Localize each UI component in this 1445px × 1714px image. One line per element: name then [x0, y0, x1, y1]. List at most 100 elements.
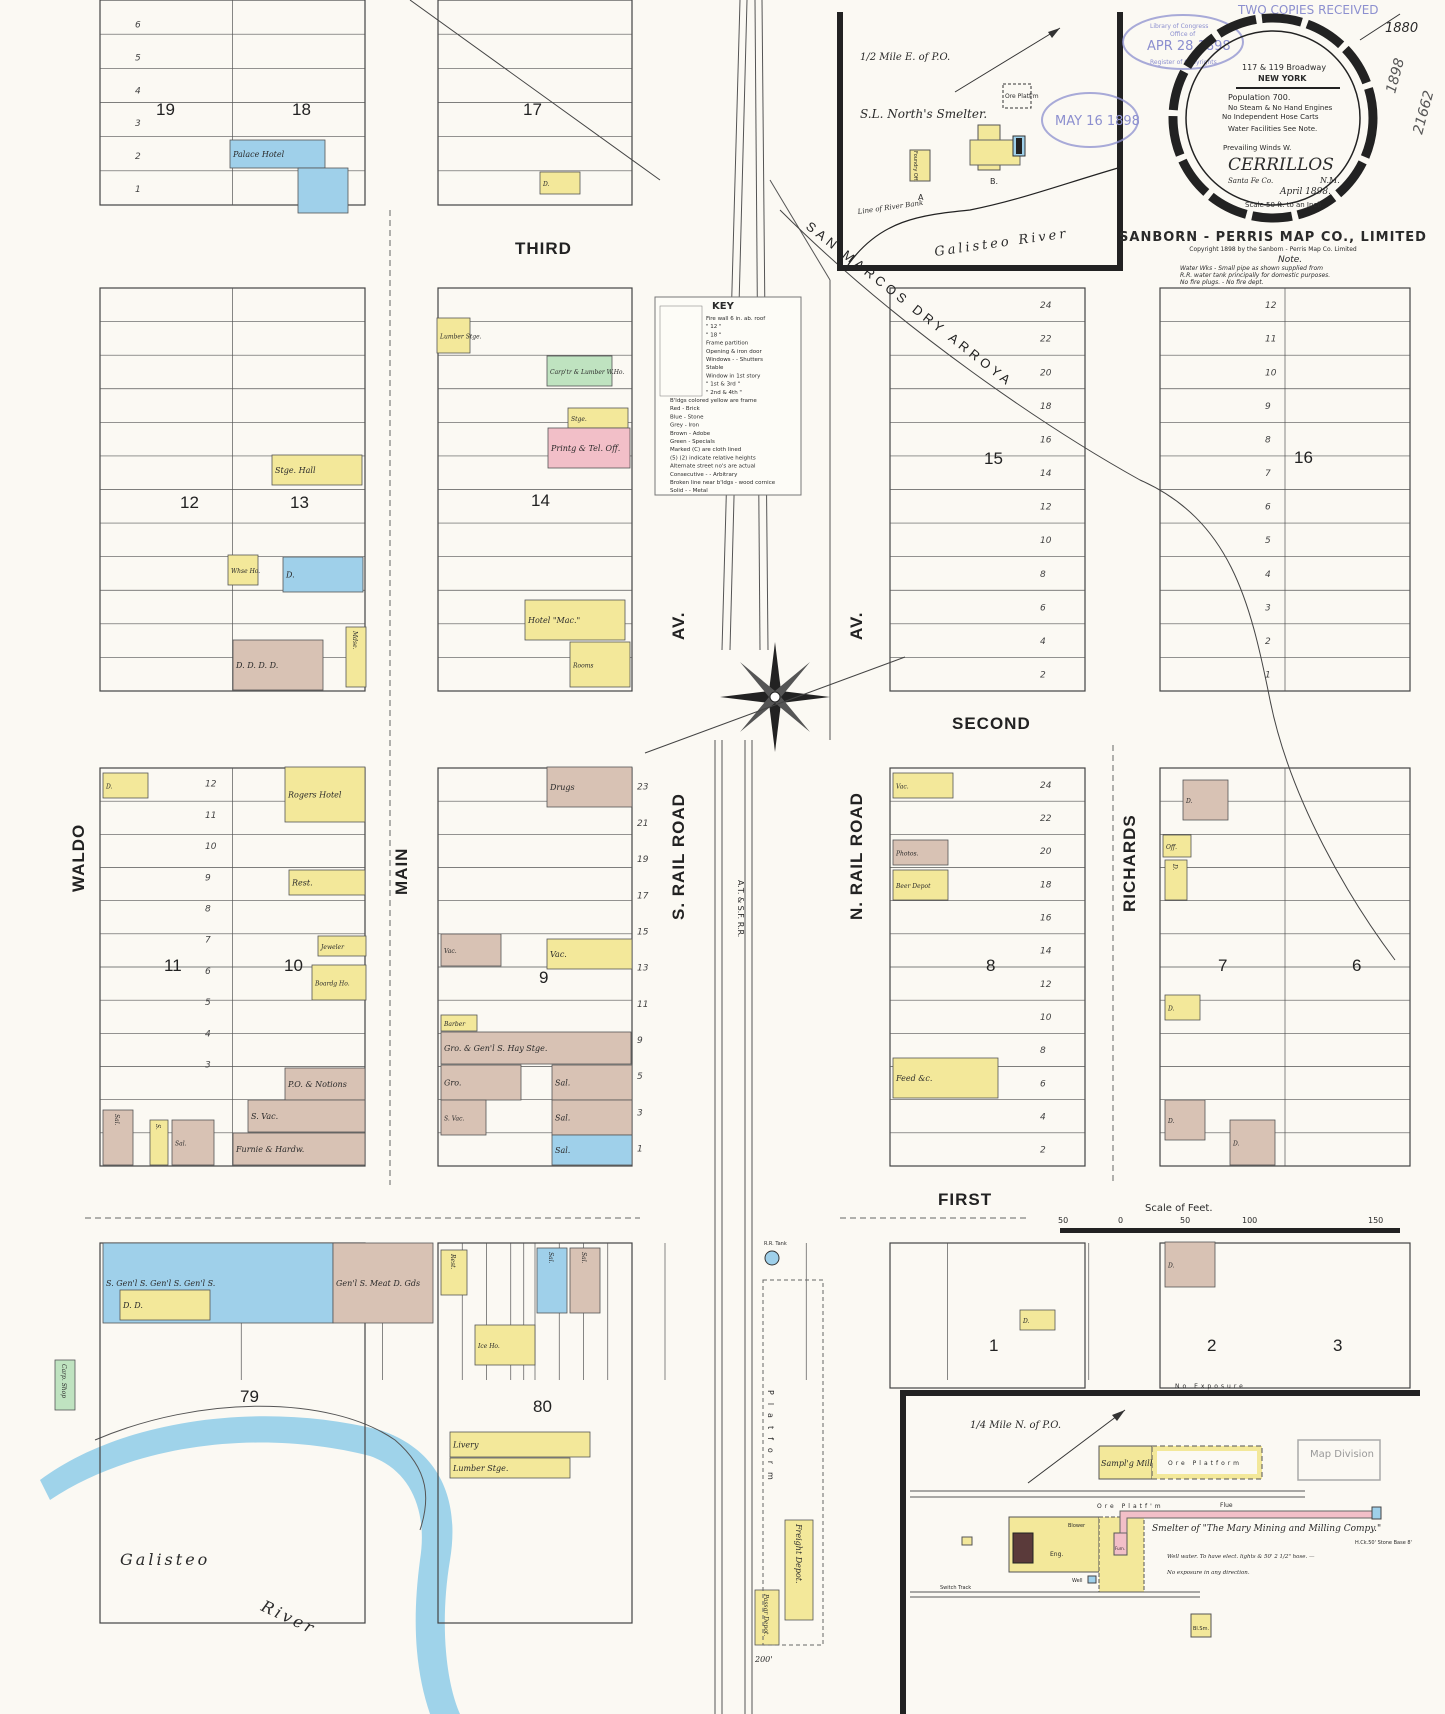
building-footprint — [282, 556, 364, 593]
building-label: Rooms — [572, 663, 594, 670]
building-label: Beer Depot — [895, 883, 931, 890]
ore-platform-2: Ore Platf'm — [1097, 1503, 1164, 1510]
building: Drugs — [546, 766, 633, 808]
building: Sal. — [102, 1109, 134, 1166]
lot-number: 4 — [205, 1029, 211, 1039]
building: D. — [282, 556, 364, 593]
river-label-galisteo: Galisteo — [120, 1550, 210, 1569]
lot-number: 7 — [205, 936, 211, 946]
lot-number: 5 — [637, 1072, 643, 1082]
lot-number: 22 — [1040, 335, 1052, 345]
copyright-line: Copyright 1898 by the Sanborn - Perris M… — [1189, 246, 1357, 253]
building-footprint — [440, 1249, 468, 1296]
building-footprint — [288, 869, 366, 896]
building-footprint — [569, 641, 631, 688]
building: D. D. D. D. — [232, 639, 324, 691]
scale-label: Scale of Feet. — [1145, 1203, 1213, 1214]
building-label: D. — [1185, 798, 1193, 805]
lot-number: 12 — [1040, 503, 1052, 513]
building: D. — [1164, 1241, 1216, 1288]
building-label: Stge. — [571, 416, 587, 423]
scale-tick: 100 — [1242, 1216, 1257, 1225]
key-row: Windows - - Shutters — [706, 357, 763, 363]
building-label: Sal. — [580, 1252, 587, 1264]
county: Santa Fe Co. — [1228, 177, 1273, 185]
lot-number: 10 — [1040, 536, 1052, 546]
building-footprint — [440, 1014, 478, 1032]
lot-number: 6 — [205, 967, 211, 977]
handwritten-number: 21662 — [1410, 89, 1437, 136]
stamp-date: MAY 16 1898 — [1055, 114, 1140, 129]
block-number: 10 — [284, 956, 303, 975]
scale-tick: 50 — [1058, 1216, 1068, 1225]
building: Livery — [449, 1431, 591, 1458]
lot-number: 3 — [135, 119, 141, 129]
key-row: Broken line near b'ldgs - wood cornice — [670, 480, 776, 486]
smelter-name: Smelter of "The Mary Mining and Milling … — [1152, 1524, 1381, 1534]
building: Boardg Ho. — [311, 964, 367, 1001]
building-label: S. Vac. — [251, 1112, 278, 1121]
building: Off. — [1162, 834, 1192, 858]
scale-tick: 0 — [1118, 1216, 1123, 1225]
key-row: Alternate street no's are actual — [670, 464, 756, 470]
block-number: 17 — [523, 100, 542, 119]
lot-number: 1 — [1265, 671, 1271, 681]
key-row: " 12 " — [706, 324, 722, 330]
building: D. — [102, 772, 149, 799]
building-label: Sal. — [113, 1114, 120, 1126]
building-label: Vac. — [444, 948, 457, 955]
building: Feed &c. — [892, 1057, 999, 1099]
street-s-rail-road: S. RAIL ROAD — [669, 793, 688, 920]
building: D. — [1164, 1099, 1206, 1141]
key-row: Opening & iron door — [706, 349, 762, 355]
building-label: D. — [542, 181, 550, 188]
building-label: D. — [1232, 1141, 1240, 1148]
lot-number: 24 — [1040, 781, 1052, 791]
building-label: D. D. D. D. — [235, 661, 278, 670]
block-number: 19 — [156, 100, 175, 119]
map-division-stamp: Map Division — [1297, 1439, 1381, 1481]
building-label: Sal. — [555, 1079, 570, 1088]
building-footprint — [284, 766, 366, 823]
copyright-stamp: APR 28 1898 Library of Congress Office o… — [1122, 14, 1244, 70]
building-footprint — [474, 1324, 536, 1366]
building: Stge. Hall — [271, 454, 363, 486]
building-footprint — [119, 1289, 211, 1321]
inset-location: 1/2 Mile E. of P.O. — [860, 52, 950, 63]
building-footprint — [784, 1519, 814, 1621]
street-waldo: WALDO — [69, 824, 88, 892]
building: Sal. — [171, 1119, 215, 1166]
lot-number: 6 — [1040, 1079, 1046, 1089]
lot-number: 5 — [205, 998, 211, 1008]
building-label: P.O. & Notions — [287, 1080, 347, 1089]
lot-number: 22 — [1040, 814, 1052, 824]
water-note: Note. Water Wks - Small pipe as shown su… — [1180, 255, 1330, 286]
key-symbols — [659, 305, 703, 397]
publisher-address: 117 & 119 Broadway — [1242, 63, 1326, 72]
block-number: 18 — [292, 100, 311, 119]
note-line: R.R. water tank principally for domestic… — [1180, 272, 1330, 279]
lot-number: 10 — [1040, 1013, 1052, 1023]
building-footprint — [232, 639, 324, 691]
furnace-label: Furn. — [1115, 1546, 1125, 1551]
lot-number: 9 — [205, 873, 211, 883]
street-av-east: AV. — [847, 611, 866, 640]
building: Rest. — [440, 1249, 468, 1296]
key-row: Consecutive - - Arbitrary — [670, 472, 738, 478]
building-label: Whse Ho. — [231, 568, 260, 575]
building-footprint — [102, 1109, 134, 1166]
building-footprint — [227, 554, 259, 586]
well-label: Well — [1072, 1578, 1083, 1584]
building-label: Vac. — [896, 784, 909, 791]
key-row: Frame partition — [706, 341, 749, 347]
building-footprint — [536, 1247, 568, 1314]
lot-number: 5 — [1265, 536, 1271, 546]
building: D. — [1164, 994, 1201, 1021]
building-label: Lumber Stge. — [452, 1464, 508, 1473]
block-numbers: 19 18 17 12 13 14 15 16 11 10 9 8 7 6 79… — [156, 100, 1361, 1416]
lot-number: 5 — [135, 54, 141, 64]
building-label: Barber — [443, 1021, 466, 1028]
smelter-note: No exposure in any direction. — [1166, 1570, 1250, 1576]
building: Rooms — [569, 641, 631, 688]
population: Population 700. — [1228, 93, 1290, 102]
